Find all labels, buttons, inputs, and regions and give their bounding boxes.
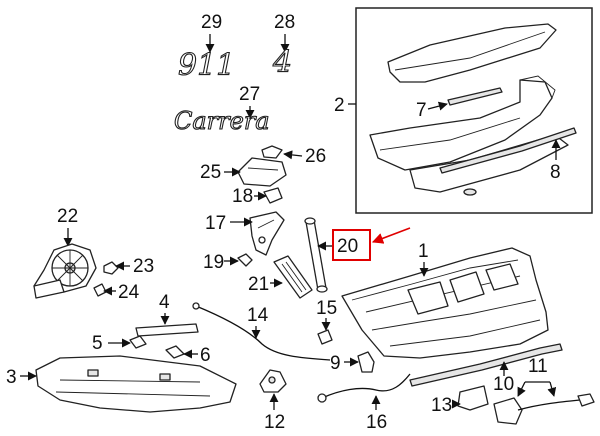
- callout-14: 14: [247, 305, 269, 326]
- callout-21: 21: [248, 274, 269, 295]
- bolt-18-group: 18: [232, 186, 283, 207]
- emblem-carrera: Carrera: [174, 107, 270, 135]
- latch-13-group: 13: [431, 385, 489, 416]
- callout-26: 26: [305, 146, 326, 167]
- latch-13: [457, 385, 489, 411]
- emblem-4: 4: [272, 45, 292, 80]
- nut-19-group: 19: [203, 252, 253, 273]
- highlight-box-20: [332, 229, 371, 261]
- seal-strip-10: [409, 343, 563, 387]
- callout-5: 5: [92, 333, 103, 354]
- callout-4: 4: [159, 292, 170, 313]
- clip-6: [165, 345, 185, 359]
- strip-group: 4 5 6: [92, 292, 211, 366]
- bracket-25: [237, 157, 287, 187]
- callout-16: 16: [366, 412, 387, 433]
- deck-lid-group: 1: [341, 241, 549, 359]
- clip-5: [129, 335, 147, 349]
- bolt-18: [263, 187, 283, 204]
- fan-group: 22 23 24: [33, 206, 154, 303]
- lock-11: [493, 397, 523, 425]
- callout-1: 1: [418, 241, 429, 262]
- latch-12-group: 12: [259, 369, 287, 433]
- strip-4: [135, 323, 199, 337]
- callout-15: 15: [316, 298, 337, 319]
- callout-11: 11: [528, 356, 548, 377]
- clip-26: [261, 145, 283, 159]
- nut-19: [237, 253, 253, 267]
- clip-24: [93, 283, 107, 297]
- lock-11-group: 11: [493, 356, 595, 425]
- cable-16: [321, 373, 411, 399]
- callout-3: 3: [6, 367, 17, 388]
- cable-16-group: 16: [317, 373, 411, 433]
- callout-13: 13: [431, 395, 452, 416]
- cover-panel-3: [35, 355, 237, 413]
- callout-27: 27: [239, 84, 260, 105]
- cover-panel-group: 3: [6, 355, 237, 413]
- cable-14-group: 14: [192, 302, 331, 361]
- callout-23: 23: [133, 256, 154, 277]
- bracket-21-group: 21: [248, 255, 313, 299]
- gas-strut-20: [305, 219, 327, 291]
- callout-24: 24: [118, 282, 140, 303]
- callout-18: 18: [232, 186, 253, 207]
- callout-29: 29: [201, 12, 222, 33]
- clip-15: [317, 329, 333, 345]
- callout-17: 17: [205, 213, 226, 234]
- bumper-9: [357, 351, 375, 373]
- spoiler-inset: 2 7 8: [334, 7, 593, 214]
- callout-6: 6: [200, 345, 211, 366]
- callout-2: 2: [334, 95, 345, 116]
- highlight-arrow-20: [371, 227, 411, 244]
- cable-14: [195, 305, 331, 361]
- seal-10-group: 10: [409, 343, 563, 395]
- clip-15-group: 15: [316, 298, 337, 345]
- callout-8: 8: [550, 162, 561, 183]
- spoiler-seal-strip-8: [439, 127, 577, 174]
- hinge-17-group: 17: [205, 211, 285, 256]
- spoiler-trim-strip-7: [447, 87, 503, 106]
- emblems: 29 911 28 4 27 Carrera: [173, 12, 295, 136]
- callout-12: 12: [264, 412, 285, 433]
- callout-9: 9: [330, 353, 341, 374]
- callout-19: 19: [203, 252, 224, 273]
- handle-group: 26 25: [200, 145, 326, 187]
- bracket-21: [273, 255, 313, 299]
- callout-28: 28: [274, 12, 295, 33]
- callout-22: 22: [57, 206, 78, 227]
- callout-7: 7: [416, 100, 427, 121]
- bumper-9-group: 9: [330, 351, 375, 374]
- gas-strut-20-group: 20: [304, 217, 411, 293]
- emblem-911: 911: [178, 48, 235, 83]
- callout-25: 25: [200, 162, 221, 183]
- callout-10: 10: [493, 374, 514, 395]
- callout-20: 20: [337, 236, 358, 257]
- spoiler-upper-blade: [387, 23, 557, 83]
- grommet-23: [103, 261, 119, 275]
- hinge-17: [249, 211, 285, 256]
